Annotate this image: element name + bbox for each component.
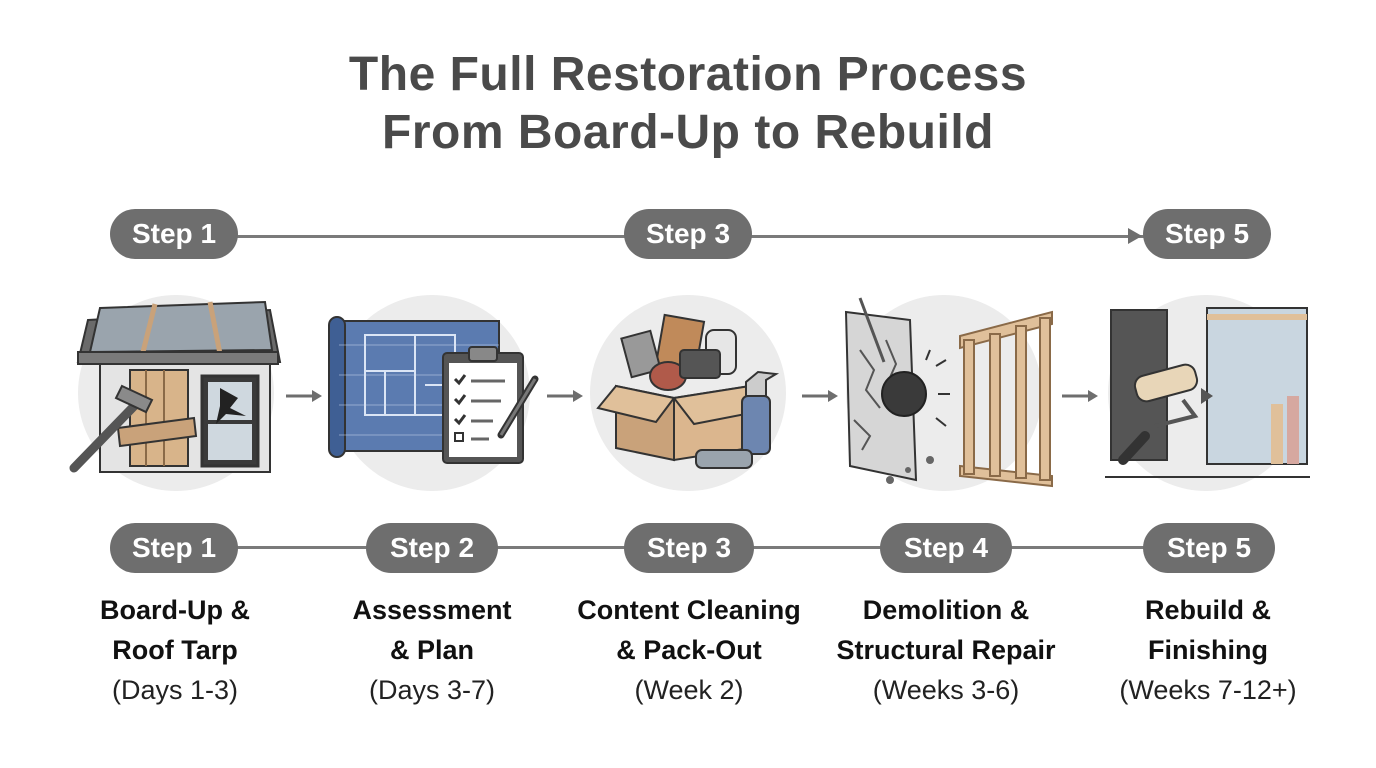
boarded-house-icon [69, 300, 282, 473]
step-4-title-line-2: Structural Repair [836, 635, 1056, 665]
step-5-label: Rebuild & Finishing (Weeks 7-12+) [1078, 590, 1338, 710]
wrecking-ball-icon [844, 297, 1053, 488]
paint-roller-icon [1105, 307, 1310, 478]
top-pill-step-5: Step 5 [1143, 209, 1271, 259]
page-title: The Full Restoration Process From Board-… [0, 46, 1376, 162]
top-timeline-arrowhead-icon [1128, 228, 1142, 244]
pill-step-3: Step 3 [624, 523, 754, 573]
blueprint-clipboard-icon [328, 316, 539, 464]
packing-box-icon [596, 313, 780, 469]
step-5-duration: (Weeks 7-12+) [1119, 675, 1297, 705]
top-pill-step-1: Step 1 [110, 209, 238, 259]
arrow-right-icon [1062, 390, 1098, 402]
step-4-duration: (Weeks 3-6) [872, 675, 1020, 705]
step-4-label: Demolition & Structural Repair (Weeks 3-… [816, 590, 1076, 710]
step-5-title-line-1: Rebuild & [1145, 595, 1271, 625]
step-4-title-line-1: Demolition & [862, 595, 1030, 625]
step-3-duration: (Week 2) [634, 675, 744, 705]
pill-step-2: Step 2 [366, 523, 498, 573]
arrow-right-icon [802, 390, 838, 402]
step-1-duration: (Days 1-3) [111, 675, 239, 705]
arrow-right-icon [547, 390, 583, 402]
step-3-label: Content Cleaning & Pack-Out (Week 2) [559, 590, 819, 710]
step-5-title-line-2: Finishing [1148, 635, 1268, 665]
step-3-title-line-2: & Pack-Out [616, 635, 762, 665]
step-2-title-line-2: & Plan [389, 635, 475, 665]
arrow-right-icon [286, 390, 322, 402]
pill-step-4: Step 4 [880, 523, 1012, 573]
step-1-title-line-2: Roof Tarp [112, 635, 238, 665]
title-line-1: The Full Restoration Process [348, 48, 1028, 101]
step-2-title-line-1: Assessment [352, 595, 512, 625]
step-2-duration: (Days 3-7) [368, 675, 496, 705]
step-3-title-line-1: Content Cleaning [577, 595, 801, 625]
step-2-label: Assessment & Plan (Days 3-7) [302, 590, 562, 710]
pill-step-1: Step 1 [110, 523, 238, 573]
step-1-title-line-1: Board-Up & [100, 595, 250, 625]
pill-step-5: Step 5 [1143, 523, 1275, 573]
title-line-2: From Board-Up to Rebuild [382, 106, 994, 159]
top-pill-step-3: Step 3 [624, 209, 752, 259]
step-1-label: Board-Up & Roof Tarp (Days 1-3) [45, 590, 305, 710]
